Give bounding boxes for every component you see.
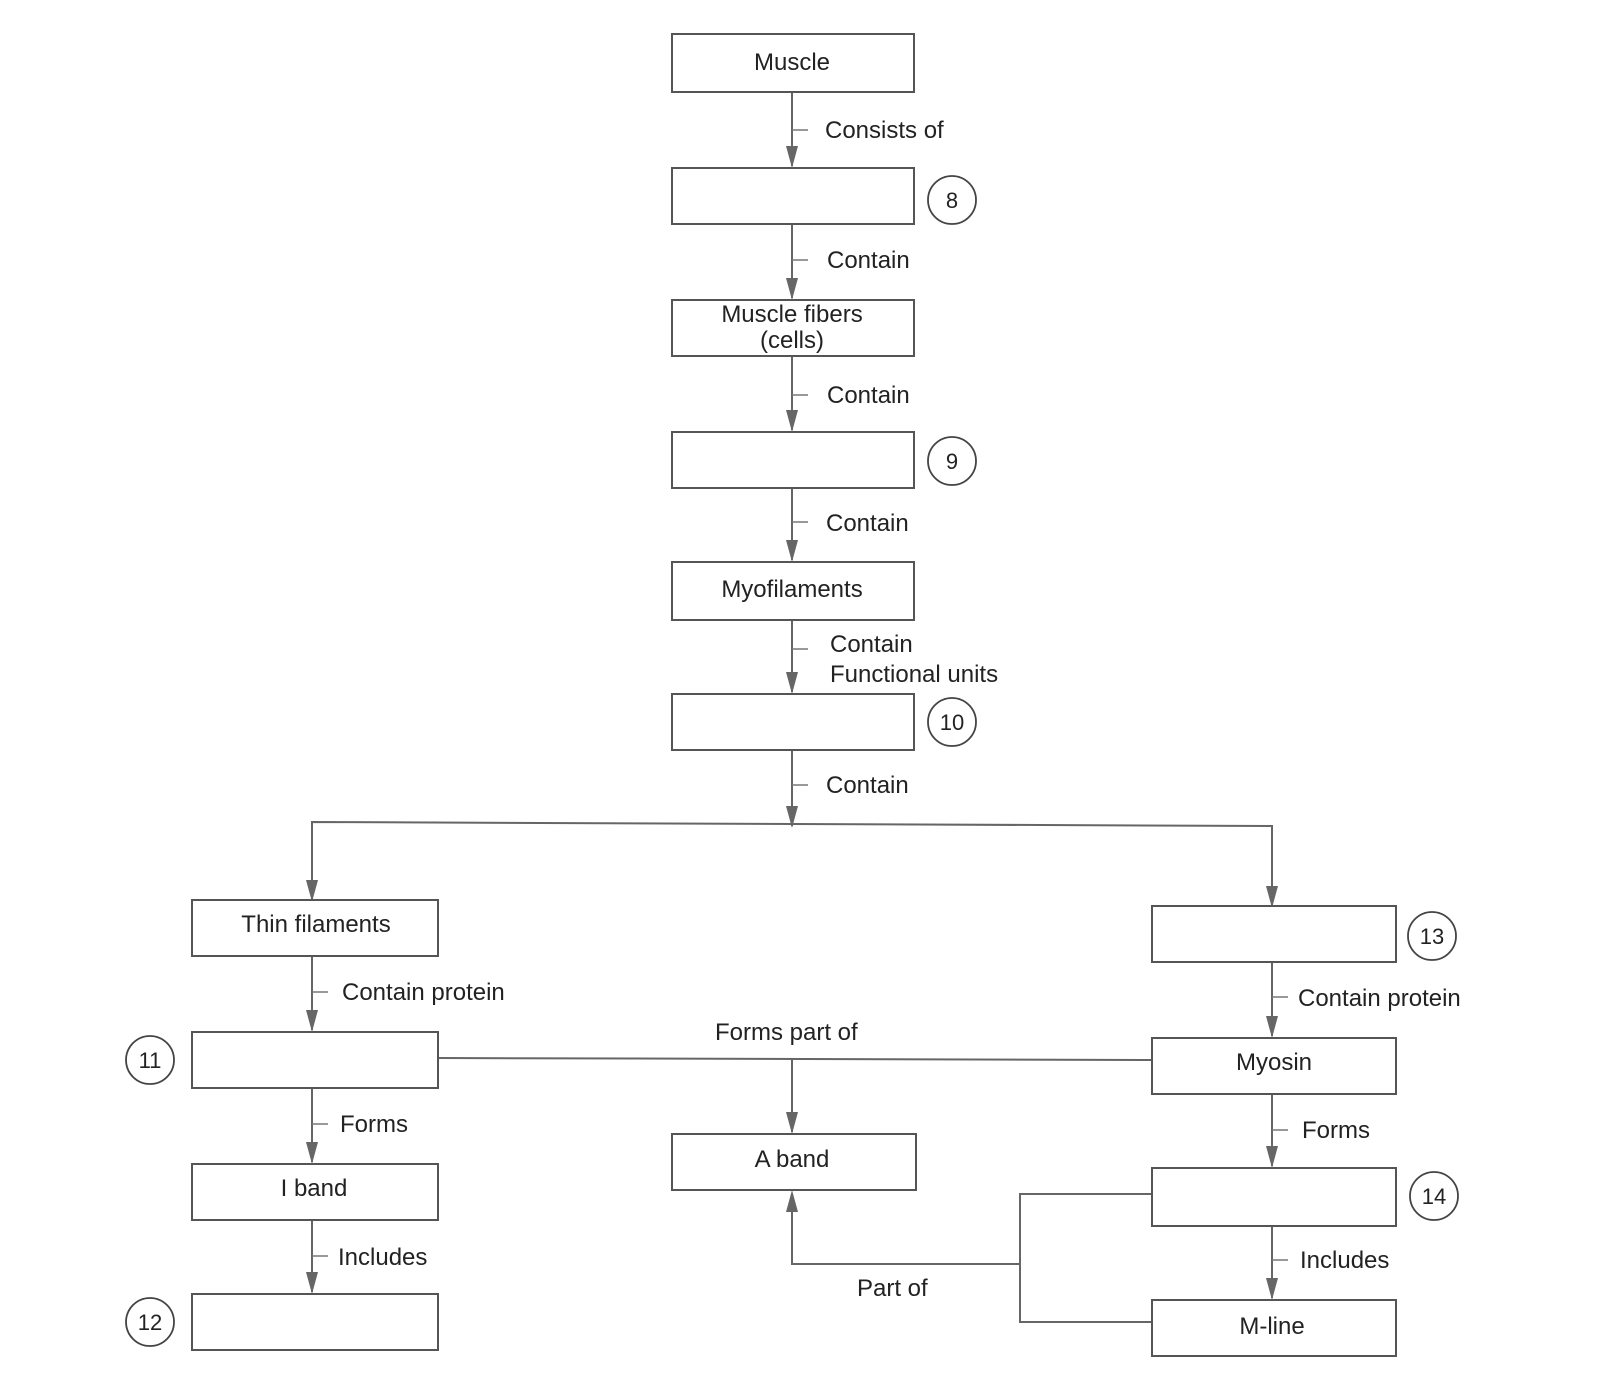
connector-contain-2	[786, 356, 808, 432]
connector-contain-protein-right	[1266, 962, 1288, 1038]
connector-contain-4	[306, 750, 1278, 908]
node-muscle: Muscle	[671, 33, 915, 93]
edge-label-forms-right: Forms	[1302, 1117, 1370, 1144]
node-blank-9[interactable]: 9	[671, 431, 977, 489]
number-badge-text: 14	[1422, 1184, 1446, 1209]
node-blank-11[interactable]: 11	[125, 1031, 439, 1089]
number-badge	[1409, 1171, 1459, 1221]
node-label-line2: (cells)	[760, 327, 824, 354]
node-i-band: I band	[191, 1163, 439, 1221]
edge-label-contain-4: Contain	[826, 772, 909, 799]
node-blank-14[interactable]: 14	[1151, 1167, 1459, 1227]
number-badge	[1407, 911, 1457, 961]
number-badge-text: 12	[138, 1310, 162, 1335]
edge-label-contain-2: Contain	[827, 382, 910, 409]
edge-label-consists-of: Consists of	[825, 117, 944, 144]
number-badge-text: 11	[139, 1048, 162, 1073]
node-blank-10[interactable]: 10	[671, 693, 977, 751]
number-badge-text: 13	[1420, 924, 1444, 949]
node-blank-12[interactable]: 12	[125, 1293, 439, 1351]
edge-label-part-of: Part of	[857, 1275, 928, 1302]
connector-forms-part-of	[437, 1057, 1153, 1134]
edge-label-forms-left: Forms	[340, 1111, 408, 1138]
connector-part-of	[786, 1190, 1152, 1323]
number-badge	[927, 436, 977, 486]
connector-contain-1	[786, 224, 808, 300]
node-label: M-line	[1239, 1313, 1304, 1340]
edge-label-contain-functional-2: Functional units	[830, 661, 998, 688]
node-label: Myofilaments	[721, 576, 862, 603]
node-label: Myosin	[1236, 1049, 1312, 1076]
number-badge	[927, 697, 977, 747]
edge-label-forms-part-of: Forms part of	[715, 1019, 858, 1046]
node-label: I band	[281, 1175, 348, 1202]
node-a-band: A band	[671, 1133, 917, 1191]
number-badge	[125, 1297, 175, 1347]
node-label-line1: Muscle fibers	[721, 301, 862, 328]
node-m-line: M-line	[1151, 1299, 1397, 1357]
edge-label-includes-right: Includes	[1300, 1247, 1389, 1274]
number-badge-text: 10	[940, 710, 964, 735]
edge-label-contain-functional-1: Contain	[830, 631, 913, 658]
connector-forms-right	[1266, 1094, 1288, 1168]
node-thin-filaments: Thin filaments	[191, 899, 439, 957]
node-muscle-fibers: Muscle fibers (cells)	[671, 299, 915, 357]
connector-contain-3	[786, 488, 808, 562]
node-label: A band	[755, 1146, 830, 1173]
node-label: Thin filaments	[241, 911, 390, 938]
number-badge-text: 9	[946, 449, 958, 474]
node-blank-13[interactable]: 13	[1151, 905, 1457, 963]
connector-includes-left	[306, 1220, 328, 1294]
node-myosin: Myosin	[1151, 1037, 1397, 1095]
node-label: Muscle	[754, 49, 830, 76]
connector-contain-protein-left	[306, 956, 328, 1032]
connector-includes-right	[1266, 1226, 1288, 1300]
connector-contain-functional-units	[786, 620, 808, 694]
number-badge-text: 8	[946, 188, 958, 213]
number-badge	[927, 175, 977, 225]
edge-label-contain-1: Contain	[827, 247, 910, 274]
connector-forms-left	[306, 1088, 328, 1164]
connector-consists-of	[786, 92, 808, 168]
edge-label-contain-3: Contain	[826, 510, 909, 537]
edge-label-contain-protein-left: Contain protein	[342, 979, 505, 1006]
node-myofilaments: Myofilaments	[671, 561, 915, 621]
number-badge	[125, 1035, 175, 1085]
edge-label-includes-left: Includes	[338, 1244, 427, 1271]
node-blank-8[interactable]: 8	[671, 167, 977, 225]
edge-label-contain-protein-right: Contain protein	[1298, 985, 1461, 1012]
